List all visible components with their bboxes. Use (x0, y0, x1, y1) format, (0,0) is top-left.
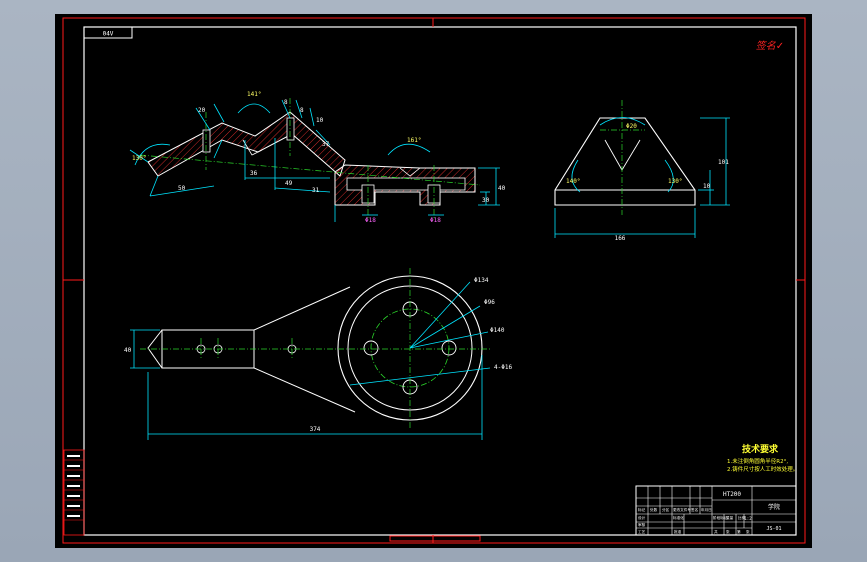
tb-sheet: 张 (746, 529, 750, 534)
end-height: 101 (718, 159, 729, 166)
company-name: 学院 (768, 503, 780, 511)
plan-holes: 4-Φ16 (494, 364, 512, 371)
notes-title: 技术要求 (742, 443, 779, 455)
scale: 1:2 (744, 516, 752, 521)
plan-phi-mid: Φ96 (484, 299, 495, 306)
tb-design: 设计 (638, 515, 646, 520)
side-section-view: 130° 141° 161° 20 8 8 10 37 50 36 49 31 … (129, 91, 506, 224)
dim-50: 50 (178, 185, 186, 192)
tb-count: 处数 (650, 507, 658, 512)
drawing-number: JS-01 (766, 526, 781, 532)
tb-weight: 重量 (726, 515, 734, 520)
end-phi: Φ20 (626, 123, 637, 130)
plan-phi-outer: Φ134 (474, 277, 489, 284)
tb-date: 年月日 (701, 507, 712, 512)
dim-31: 31 (312, 187, 320, 194)
tb-mark: 标记 (638, 507, 646, 512)
centering-marks (63, 18, 805, 543)
plan-phi-bolt: Φ140 (490, 327, 505, 334)
tb-zone: 分区 (662, 507, 670, 512)
dim-angle-right: 161° (407, 137, 421, 144)
drawing-sheet (55, 14, 812, 548)
dim-phi18b: Φ18 (430, 217, 441, 224)
tb-review: 审核 (638, 522, 646, 527)
title-block: HT200 学院 JS-01 1:2 标记 处数 分区 更改文件号 签名 年月日… (635, 485, 797, 536)
tb-stage: 阶段标记 (713, 515, 728, 520)
plan-view: 374 40 Φ134 Φ96 Φ140 4-Φ16 (124, 268, 512, 440)
corner-label: 04V (103, 31, 114, 38)
tb-standard: 标准化 (673, 515, 684, 520)
notes-line-2: 2.铸件尺寸按人工时效处理。 (727, 465, 798, 473)
end-view: 166 101 10 140° 130° Φ20 (554, 100, 730, 242)
notes-line-1: 1.未注倒角圆角半径R2°, (727, 457, 788, 465)
inner-frame (83, 26, 797, 536)
tb-change-doc: 更改文件号 (673, 507, 691, 512)
tb-scale-label: 比例 (738, 515, 746, 520)
dim-49: 49 (285, 180, 293, 187)
tb-process: 工艺 (638, 529, 646, 534)
tb-total: 共 (714, 529, 718, 534)
technical-notes: 技术要求 1.未注倒角圆角半径R2°, 2.铸件尺寸按人工时效处理。 (727, 443, 798, 473)
end-angle-right: 130° (668, 178, 682, 185)
plan-length: 374 (310, 426, 321, 433)
dim-10: 10 (316, 117, 324, 124)
signature-mark: 签名✓ (756, 40, 784, 52)
dim-20: 20 (198, 107, 206, 114)
dim-angle-left: 130° (132, 155, 146, 162)
tb-sign: 签名 (691, 507, 699, 512)
dim-angle-top: 141° (247, 91, 261, 98)
dim-phi18a: Φ18 (365, 217, 376, 224)
tb-approve: 批准 (674, 529, 682, 534)
dim-36: 36 (250, 170, 258, 177)
end-angle-left: 140° (566, 178, 580, 185)
end-height-small: 10 (703, 183, 711, 190)
dim-30: 30 (482, 197, 490, 204)
plan-width: 40 (124, 347, 132, 354)
dim-40: 40 (498, 185, 506, 192)
dim-8a: 8 (284, 99, 288, 106)
dim-8b: 8 (300, 107, 304, 114)
tb-no: 第 (737, 529, 741, 534)
dim-37: 37 (322, 141, 330, 148)
side-table (63, 449, 85, 536)
end-width: 166 (615, 235, 626, 242)
tb-sheets: 张 (726, 529, 730, 534)
corner-label-box (83, 26, 133, 39)
part-code: HT200 (723, 491, 741, 498)
